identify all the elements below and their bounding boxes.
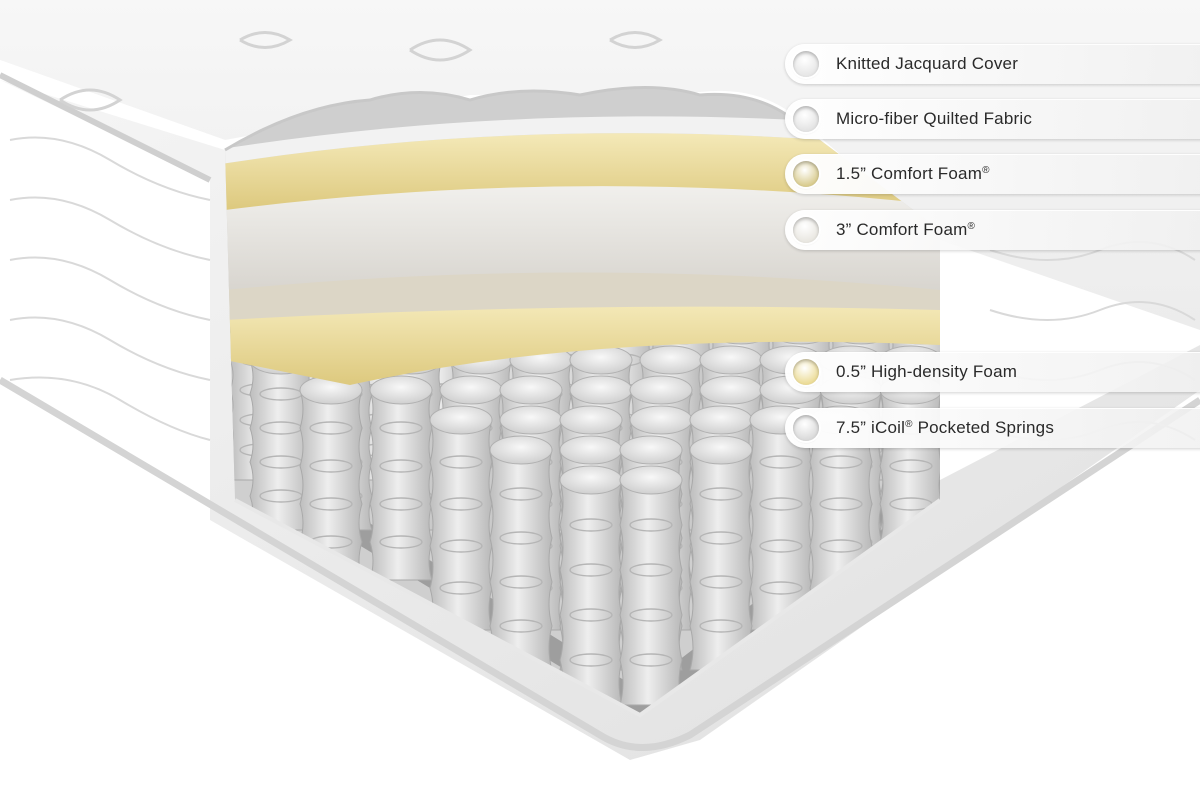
spring-cap (569, 375, 633, 405)
spring-coil (759, 539, 803, 553)
spring-coil (629, 608, 673, 622)
spring-cap (629, 375, 693, 405)
spring-coil (629, 518, 673, 532)
spring-coil (629, 653, 673, 667)
spring-coil (759, 581, 803, 595)
spring-cap (759, 345, 823, 375)
spring-pocket (559, 479, 623, 706)
spring-cap (439, 375, 503, 405)
spring-cap (749, 405, 813, 435)
spring-coil (439, 455, 483, 469)
spring-coil (699, 487, 743, 501)
spring-coil (379, 497, 423, 511)
spring-cap (699, 345, 763, 375)
spring-coil (379, 535, 423, 549)
spring-cap (879, 375, 940, 405)
spring-coil (499, 487, 543, 501)
spring-coil (699, 531, 743, 545)
spring-pocket (369, 389, 433, 581)
spring-coil (629, 563, 673, 577)
thin-foam-layer (225, 267, 940, 320)
spring-coil (309, 497, 353, 511)
spring-coil (379, 459, 423, 473)
spring-cap (689, 405, 753, 435)
white-comfort-foam-layer (225, 181, 940, 290)
spring-coil (499, 531, 543, 545)
spring-coil (819, 455, 863, 469)
spring-coil (499, 619, 543, 633)
high-density-foam-layer (225, 303, 940, 385)
spring-cap (819, 375, 883, 405)
spring-coil (499, 575, 543, 589)
spring-coil (699, 575, 743, 589)
spring-coil (309, 459, 353, 473)
spring-pocket (489, 449, 553, 671)
spring-cap (369, 375, 433, 405)
spring-cap (699, 375, 763, 405)
spring-cap (559, 465, 623, 495)
spring-cap (629, 405, 693, 435)
spring-cap (619, 465, 683, 495)
spring-cap (559, 405, 623, 435)
spring-cap (559, 435, 623, 465)
spring-coil (819, 497, 863, 511)
spring-cap (879, 345, 940, 375)
spring-cap (689, 435, 753, 465)
spring-cap (499, 405, 563, 435)
spring-coil (569, 653, 613, 667)
spring-cap (639, 345, 703, 375)
spring-coil (759, 455, 803, 469)
spring-coil (379, 421, 423, 435)
spring-cap (489, 435, 553, 465)
spring-cap (619, 435, 683, 465)
spring-coil (569, 563, 613, 577)
spring-pocket (429, 419, 493, 631)
spring-coil (759, 497, 803, 511)
spring-cap (819, 345, 883, 375)
spring-coil (439, 539, 483, 553)
spring-coil (439, 497, 483, 511)
spring-cap (759, 375, 823, 405)
spring-coil (569, 608, 613, 622)
spring-coil (889, 459, 933, 473)
yellow-comfort-foam-layer (225, 133, 940, 210)
spring-cap (809, 405, 873, 435)
spring-cap (429, 405, 493, 435)
spring-pocket (619, 479, 683, 706)
spring-coil (309, 421, 353, 435)
spring-pocket (689, 449, 753, 671)
spring-coil (439, 581, 483, 595)
spring-coil (699, 619, 743, 633)
spring-coil (569, 518, 613, 532)
spring-cap (499, 375, 563, 405)
quilted-fabric-layer (225, 116, 940, 165)
spring-coil (819, 539, 863, 553)
